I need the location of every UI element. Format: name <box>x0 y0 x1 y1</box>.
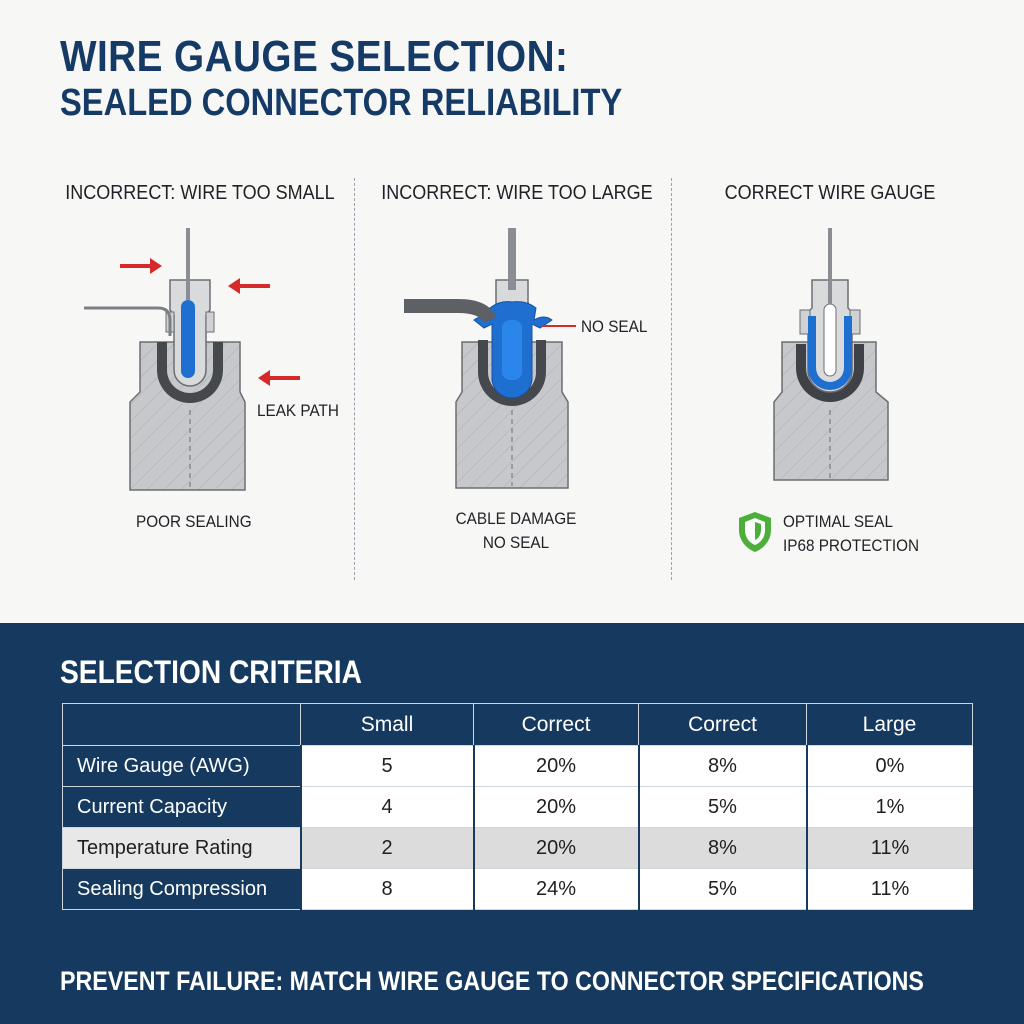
table-cell: 5% <box>637 786 807 828</box>
seal-grommet <box>796 344 864 402</box>
compression-arrow <box>120 258 162 274</box>
wire-conductor <box>808 316 852 390</box>
compression-arrow <box>228 278 270 294</box>
no-seal-callout: NO SEAL <box>581 317 648 336</box>
table-cell: 5% <box>637 868 807 910</box>
panel-divider-left <box>354 178 355 580</box>
row-label: Current Capacity <box>62 786 301 828</box>
shield-check-icon <box>739 512 771 552</box>
column-header: Small <box>300 703 474 746</box>
leak-arrow <box>258 370 300 386</box>
cable-damage-label: CABLE DAMAGE <box>455 509 577 528</box>
panel-title-too-large: INCORRECT: WIRE TOO LARGE <box>381 182 653 204</box>
table-cell: 5 <box>299 745 474 787</box>
table-cell: 0% <box>805 745 973 787</box>
table-cell: 11% <box>805 827 973 869</box>
column-header: Correct <box>473 703 639 746</box>
table-cell: 20% <box>472 786 639 828</box>
footer-banner: PREVENT FAILURE: MATCH WIRE GAUGE TO CON… <box>60 966 924 996</box>
main-title: WIRE GAUGE SELECTION: <box>60 32 569 81</box>
column-header: Correct <box>638 703 807 746</box>
row-label: Temperature Rating <box>62 827 301 869</box>
main-subtitle: SEALED CONNECTOR RELIABILITY <box>60 82 623 124</box>
row-label: Wire Gauge (AWG) <box>62 745 301 787</box>
table-row: Current Capacity 4 20% 5% 1% <box>62 786 973 828</box>
diagram-correct <box>773 228 889 481</box>
criteria-title: SELECTION CRITERIA <box>60 654 362 690</box>
table-cell: 8% <box>637 827 807 869</box>
wire-conductor <box>181 300 195 378</box>
panel-divider-right <box>671 178 672 580</box>
table-cell: 11% <box>805 868 973 910</box>
table-cell: 1% <box>805 786 973 828</box>
table-cell: 20% <box>472 745 639 787</box>
table-cell: 8 <box>299 868 474 910</box>
diagram-too-large <box>404 228 576 489</box>
table-header-row: Small Correct Correct Large <box>62 703 973 746</box>
optimal-seal-label: OPTIMAL SEAL <box>783 512 893 531</box>
table-cell: 20% <box>472 827 639 869</box>
criteria-table: Small Correct Correct Large Wire Gauge (… <box>62 703 973 910</box>
table-cell: 4 <box>299 786 474 828</box>
leak-path-label: LEAK PATH <box>257 401 339 420</box>
seal-grommet <box>157 342 223 403</box>
panel-title-correct: CORRECT WIRE GAUGE <box>724 182 936 204</box>
diagram-too-small <box>84 228 300 491</box>
table-row: Sealing Compression 8 24% 5% 11% <box>62 868 973 910</box>
ip68-protection-label: IP68 PROTECTION <box>783 536 920 555</box>
table-row: Wire Gauge (AWG) 5 20% 8% 0% <box>62 745 973 787</box>
poor-sealing-label: POOR SEALING <box>136 512 252 531</box>
panel-title-too-small: INCORRECT: WIRE TOO SMALL <box>65 182 335 204</box>
column-header <box>62 703 301 746</box>
column-header: Large <box>806 703 973 746</box>
row-label: Sealing Compression <box>62 868 301 910</box>
table-row: Temperature Rating 2 20% 8% 11% <box>62 827 973 869</box>
no-seal-label: NO SEAL <box>482 533 550 552</box>
table-cell: 8% <box>637 745 807 787</box>
table-cell: 2 <box>299 827 474 869</box>
table-cell: 24% <box>472 868 639 910</box>
